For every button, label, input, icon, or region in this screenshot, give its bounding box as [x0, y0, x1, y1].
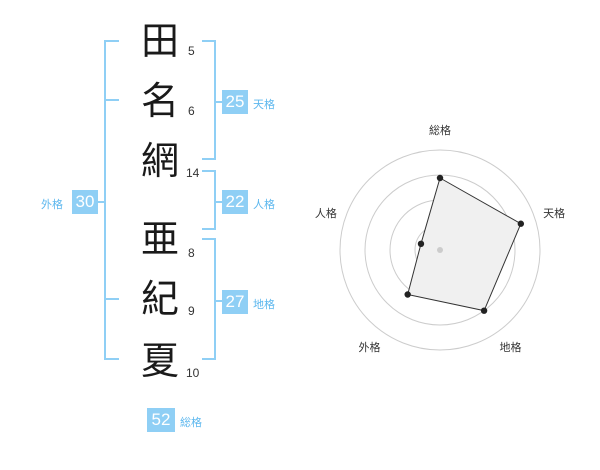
radar-ring	[339, 149, 541, 351]
name-char-4: 亜	[140, 217, 179, 261]
gaikaku-label: 外格	[41, 198, 63, 211]
tenkaku-label: 天格	[253, 98, 275, 111]
radar-points	[404, 174, 525, 314]
chikaku-value-badge: 27	[222, 290, 248, 314]
tenkaku-bracket-top	[202, 40, 216, 42]
soukaku-value-badge: 52	[147, 408, 175, 432]
name-char-5: 紀	[140, 277, 179, 321]
stroke-count-6: 10	[186, 366, 200, 380]
gaikaku-bracket-top	[104, 40, 119, 42]
name-char-1: 田	[140, 19, 179, 63]
radar-point-4	[404, 291, 411, 298]
radar-axis-label-2: 天格	[543, 206, 565, 220]
gaikaku-bracket-mid1	[104, 99, 119, 101]
gaikaku-bracket-mid2	[104, 298, 119, 300]
stroke-count-3: 14	[186, 166, 200, 180]
name-char-6: 夏	[140, 339, 179, 383]
tenkaku-bracket-bottom	[202, 158, 216, 160]
chikaku-bracket-connector	[214, 300, 222, 302]
jinkaku-label: 人格	[253, 198, 275, 211]
radar-axis-label-4: 外格	[358, 340, 380, 354]
stroke-count-1: 5	[188, 44, 195, 58]
name-char-3: 網	[140, 139, 179, 183]
tenkaku-value-badge: 25	[222, 90, 248, 114]
jinkaku-bracket-top	[202, 170, 216, 172]
radar-point-1	[436, 174, 444, 182]
radar-point-3	[480, 307, 488, 314]
name-char-2: 名	[140, 79, 179, 123]
gaikaku-bracket-connector	[96, 201, 104, 203]
chikaku-label: 地格	[253, 298, 275, 311]
gaikaku-value-badge: 30	[72, 190, 98, 214]
chikaku-bracket-vertical	[214, 238, 216, 360]
jinkaku-value-badge: 22	[222, 190, 248, 214]
tenkaku-bracket-vertical	[214, 40, 216, 160]
chikaku-bracket-bottom	[202, 358, 216, 360]
radar-axis-label-3: 地格	[500, 340, 522, 354]
stroke-count-5: 9	[188, 304, 195, 318]
gaikaku-bracket-vertical	[104, 40, 106, 360]
tenkaku-bracket-connector	[214, 101, 222, 103]
soukaku-label: 総格	[180, 416, 202, 429]
jinkaku-bracket-vertical	[214, 170, 216, 230]
jinkaku-bracket-bottom	[202, 228, 216, 230]
gaikaku-bracket-bottom	[104, 358, 119, 360]
radar-axis-label-5: 人格	[315, 206, 337, 220]
radar-axis-label-1: 総格	[429, 123, 451, 137]
jinkaku-bracket-connector	[214, 201, 222, 203]
radar-center-dot	[437, 247, 443, 253]
stroke-count-4: 8	[188, 246, 195, 260]
radar-point-5	[417, 240, 425, 248]
stroke-count-2: 6	[188, 104, 195, 118]
chikaku-bracket-top	[202, 238, 216, 240]
radar-point-2	[517, 220, 525, 227]
radar-polygon	[407, 177, 522, 312]
